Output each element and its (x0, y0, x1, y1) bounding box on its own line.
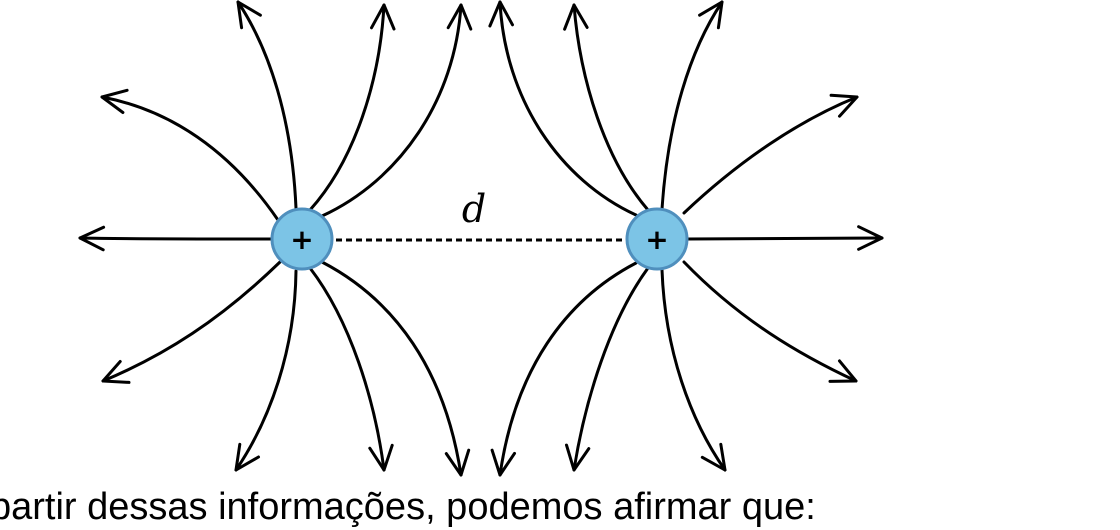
arrowheads-group (78, 0, 884, 477)
right-charge-arrowhead-lower-right (828, 359, 858, 383)
left-charge-field-line-down-3 (320, 260, 463, 477)
right-charge-arrowhead-down-3 (490, 448, 516, 477)
left-charge-arrowhead-up-2 (370, 3, 396, 31)
charge-right-sign: + (645, 223, 668, 256)
left-charge-field-line-down-1 (234, 269, 298, 472)
left-charge-field-line-up-2 (308, 3, 386, 212)
question-caption: partir dessas informações, podemos afirm… (0, 486, 816, 528)
field-lines-group (78, 0, 884, 477)
right-charge-field-line-down-3 (498, 261, 638, 477)
right-charge-arrowhead-up-1 (698, 0, 724, 30)
right-charge-arrowhead-right (857, 225, 884, 251)
charge-right: + (625, 207, 689, 271)
right-charge-field-line-up-2 (572, 3, 650, 212)
left-charge-arrowhead-up-3 (446, 3, 473, 31)
left-charge-arrowhead-down-2 (368, 443, 394, 472)
right-charge-field-line-upper-right (682, 95, 859, 215)
right-charge-field-line-lower-right (682, 260, 858, 383)
right-charge-field-line-up-3 (498, 0, 638, 217)
right-charge-field-line-right (685, 236, 884, 241)
charge-left: + (270, 207, 334, 271)
left-charge-field-line-up-1 (236, 0, 298, 210)
distance-label: d (462, 187, 486, 231)
charge-left-circle (270, 207, 334, 271)
left-charge-field-line-down-2 (308, 266, 386, 472)
right-charge-arrowhead-down-2 (565, 443, 591, 472)
left-charge-arrowhead-down-3 (444, 448, 471, 477)
left-charge-arrowhead-up-1 (236, 0, 262, 30)
right-charge-field-line-down-2 (572, 266, 650, 472)
left-charge-field-line-up-3 (320, 3, 463, 218)
left-charge-arrowhead-down-1 (234, 442, 260, 472)
left-charge-field-line-upper-left (100, 95, 280, 222)
left-charge-arrowhead-upper-left (100, 88, 129, 114)
left-charge-field-line-left (78, 236, 274, 241)
right-charge-field-line-up-1 (660, 0, 724, 211)
charge-left-sign: + (290, 223, 313, 256)
right-charge-arrowhead-up-2 (563, 3, 589, 31)
right-charge-arrowhead-up-3 (488, 0, 514, 28)
left-charge-arrowhead-left (78, 225, 106, 252)
left-charge-arrowhead-lower-left (101, 360, 131, 384)
charge-right-circle (625, 207, 689, 271)
right-charge-arrowhead-upper-right (829, 93, 859, 118)
right-charge-arrowhead-down-1 (700, 442, 727, 472)
left-charge-field-line-lower-left (101, 260, 282, 383)
right-charge-field-line-down-1 (660, 268, 727, 472)
